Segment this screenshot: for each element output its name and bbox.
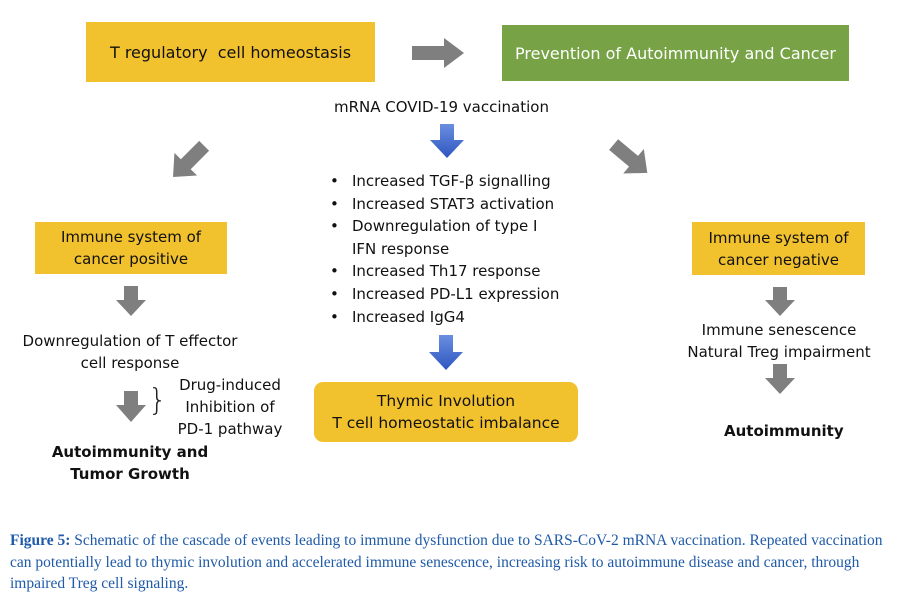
t-effector-line1: Downregulation of T effector [22, 332, 238, 350]
thymic-line1: Thymic Involution [376, 392, 516, 410]
cancer-positive-line1: Immune system of [60, 228, 202, 246]
effect-item-continuation: IFN response [352, 239, 450, 258]
drug-induced-text: Drug-induced Inhibition of PD-1 pathway [170, 374, 290, 440]
effect-item: •Increased IgG4 [330, 307, 465, 326]
bracket-symbol: } [148, 383, 168, 418]
right-result: Autoimmunity [724, 422, 844, 440]
left-result-line1: Autoimmunity and [51, 443, 209, 461]
treg-homeostasis-box: T regulatory cell homeostasis [86, 22, 375, 82]
t-effector-text: Downregulation of T effector cell respon… [12, 330, 248, 374]
left-result-line2: Tumor Growth [70, 465, 190, 483]
senescence-line1: Immune senescence [701, 321, 857, 339]
prevention-box: Prevention of Autoimmunity and Cancer [502, 25, 849, 81]
effect-item: •Increased TGF-β signalling [330, 172, 551, 190]
effect-item: •Increased STAT3 activation [330, 194, 555, 213]
arrows-layer [116, 38, 795, 422]
treg-homeostasis-label: T regulatory cell homeostasis [109, 42, 352, 62]
t-effector-line2: cell response [80, 354, 180, 372]
vaccination-label: mRNA COVID-19 vaccination [334, 98, 549, 116]
effect-item: •Downregulation of type I [330, 217, 538, 236]
effect-item: •Increased Th17 response [330, 262, 541, 281]
prevention-label: Prevention of Autoimmunity and Cancer [515, 43, 836, 63]
drug-line1: Drug-induced [179, 376, 281, 394]
arrow-diagonal-right [609, 139, 648, 174]
figure-caption: Figure 5: Schematic of the cascade of ev… [10, 530, 905, 595]
thymic-line2: T cell homeostatic imbalance [332, 414, 560, 432]
cancer-positive-box: Immune system of cancer positive [35, 222, 227, 274]
drug-line2: Inhibition of [185, 398, 275, 416]
thymic-involution-box: Thymic Involution T cell homeostatic imb… [314, 382, 578, 442]
cancer-negative-line1: Immune system of [708, 228, 849, 247]
cancer-negative-line2: cancer negative [718, 250, 839, 269]
left-result: Autoimmunity and Tumor Growth [28, 441, 232, 485]
drug-line3: PD-1 pathway [177, 420, 283, 438]
arrow-left-down-2 [116, 391, 146, 422]
arrow-center-down [429, 335, 463, 370]
effect-item: •Increased PD-L1 expression [330, 284, 560, 303]
arrow-top-right [412, 38, 464, 68]
caption-label: Figure 5: [10, 532, 71, 549]
cancer-positive-line2: cancer positive [73, 250, 189, 268]
arrow-vaccination-down [430, 124, 464, 158]
cancer-negative-box: Immune system of cancer negative [692, 222, 865, 275]
arrow-right-down-1 [765, 287, 795, 316]
arrow-right-down-2 [765, 364, 795, 394]
senescence-line2: Natural Treg impairment [687, 343, 871, 361]
arrow-diagonal-left [173, 140, 210, 177]
caption-text: Schematic of the cascade of events leadi… [10, 532, 883, 592]
arrow-left-down-1 [116, 286, 146, 316]
senescence-text: Immune senescence Natural Treg impairmen… [676, 319, 882, 363]
effects-list: •Increased TGF-β signalling •Increased S… [326, 170, 559, 328]
